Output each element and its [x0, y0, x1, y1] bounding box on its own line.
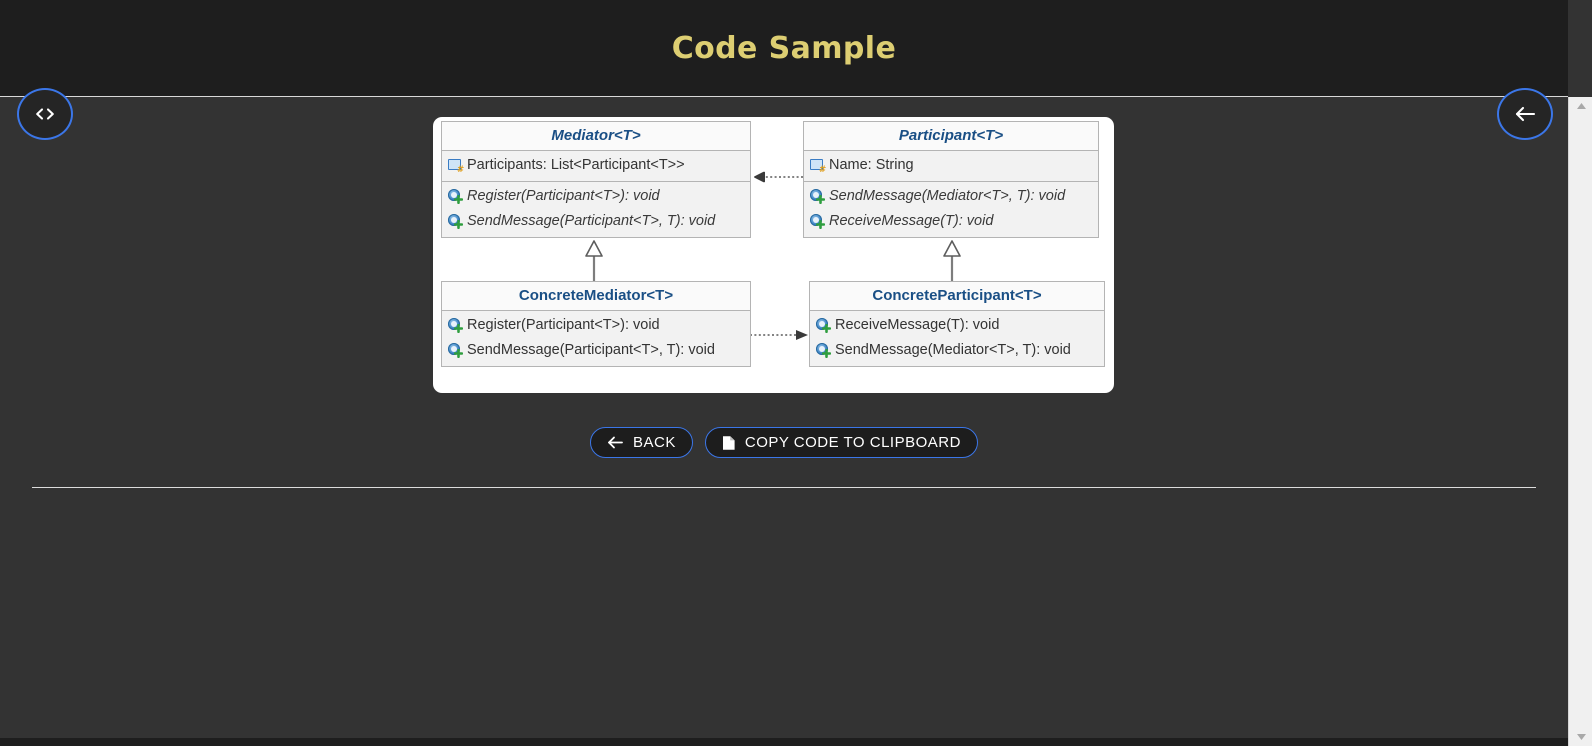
- arrow-left-icon: [1513, 105, 1537, 123]
- uml-method: ReceiveMessage(T): void: [810, 313, 1104, 338]
- view-code-button[interactable]: [17, 88, 73, 140]
- uml-field-label: Participants: List<Participant<T>>: [467, 157, 685, 173]
- uml-methods-section: Register(Participant<T>): void SendMessa…: [442, 311, 750, 366]
- uml-method-label: SendMessage(Mediator<T>, T): void: [835, 342, 1071, 358]
- uml-field: Participants: List<Participant<T>>: [442, 153, 750, 178]
- uml-method-label: SendMessage(Mediator<T>, T): void: [829, 188, 1066, 204]
- uml-method: SendMessage(Participant<T>, T): void: [442, 338, 750, 363]
- uml-fields-section: Name: String: [804, 151, 1098, 181]
- uml-methods-section: ReceiveMessage(T): void SendMessage(Medi…: [810, 311, 1104, 366]
- uml-class-title: Participant<T>: [804, 122, 1098, 151]
- uml-method-label: SendMessage(Participant<T>, T): void: [467, 342, 715, 358]
- uml-method: ReceiveMessage(T): void: [804, 209, 1098, 234]
- vertical-scrollbar[interactable]: [1568, 97, 1592, 746]
- back-button[interactable]: BACK: [590, 427, 693, 458]
- uml-field: Name: String: [804, 153, 1098, 178]
- uml-methods-section: SendMessage(Mediator<T>, T): void Receiv…: [804, 181, 1098, 237]
- method-icon: [448, 189, 463, 204]
- uml-method-label: SendMessage(Participant<T>, T): void: [467, 213, 716, 229]
- scrollbar-down-arrow[interactable]: [1569, 728, 1592, 746]
- back-button-label: BACK: [633, 434, 676, 451]
- field-icon: [810, 158, 825, 175]
- uml-method-label: ReceiveMessage(T): void: [835, 317, 1000, 333]
- method-icon: [816, 318, 831, 333]
- uml-class-title: ConcreteParticipant<T>: [810, 282, 1104, 311]
- method-icon: [816, 343, 831, 358]
- uml-class-title: Mediator<T>: [442, 122, 750, 151]
- arrow-left-icon: [607, 436, 624, 449]
- code-brackets-icon: [34, 106, 56, 122]
- back-nav-button[interactable]: [1497, 88, 1553, 140]
- method-icon: [810, 189, 825, 204]
- uml-method: Register(Participant<T>): void: [442, 313, 750, 338]
- section-divider: [32, 487, 1536, 488]
- copy-code-button[interactable]: COPY CODE TO CLIPBOARD: [704, 427, 978, 458]
- uml-class-concrete-participant[interactable]: ConcreteParticipant<T> ReceiveMessage(T)…: [809, 281, 1105, 367]
- uml-method: SendMessage(Participant<T>, T): void: [442, 209, 750, 234]
- uml-method: SendMessage(Mediator<T>, T): void: [810, 338, 1104, 363]
- uml-method: SendMessage(Mediator<T>, T): void: [804, 184, 1098, 209]
- content-area: Mediator : dotted, open arrow pointing L…: [0, 97, 1568, 746]
- uml-class-concrete-mediator[interactable]: ConcreteMediator<T> Register(Participant…: [441, 281, 751, 367]
- uml-method: Register(Participant<T>): void: [442, 184, 750, 209]
- page-title: Code Sample: [671, 30, 897, 66]
- app-header: Code Sample: [0, 0, 1568, 97]
- uml-class-mediator[interactable]: Mediator<T> Participants: List<Participa…: [441, 121, 751, 238]
- method-icon: [448, 343, 463, 358]
- uml-field-label: Name: String: [829, 157, 914, 173]
- uml-class-title: ConcreteMediator<T>: [442, 282, 750, 311]
- field-icon: [448, 158, 463, 175]
- document-copy-icon: [722, 435, 736, 451]
- bottom-strip: [0, 738, 1568, 746]
- uml-method-label: Register(Participant<T>): void: [467, 317, 660, 333]
- uml-method-label: ReceiveMessage(T): void: [829, 213, 994, 229]
- method-icon: [448, 214, 463, 229]
- scrollbar-up-arrow[interactable]: [1569, 97, 1592, 115]
- method-icon: [810, 214, 825, 229]
- uml-diagram-panel: Mediator : dotted, open arrow pointing L…: [433, 117, 1114, 393]
- uml-method-label: Register(Participant<T>): void: [467, 188, 660, 204]
- copy-code-button-label: COPY CODE TO CLIPBOARD: [744, 434, 961, 451]
- uml-class-participant[interactable]: Participant<T> Name: String SendMessage(…: [803, 121, 1099, 238]
- uml-fields-section: Participants: List<Participant<T>>: [442, 151, 750, 181]
- action-bar: BACK COPY CODE TO CLIPBOARD: [0, 427, 1568, 458]
- uml-methods-section: Register(Participant<T>): void SendMessa…: [442, 181, 750, 237]
- method-icon: [448, 318, 463, 333]
